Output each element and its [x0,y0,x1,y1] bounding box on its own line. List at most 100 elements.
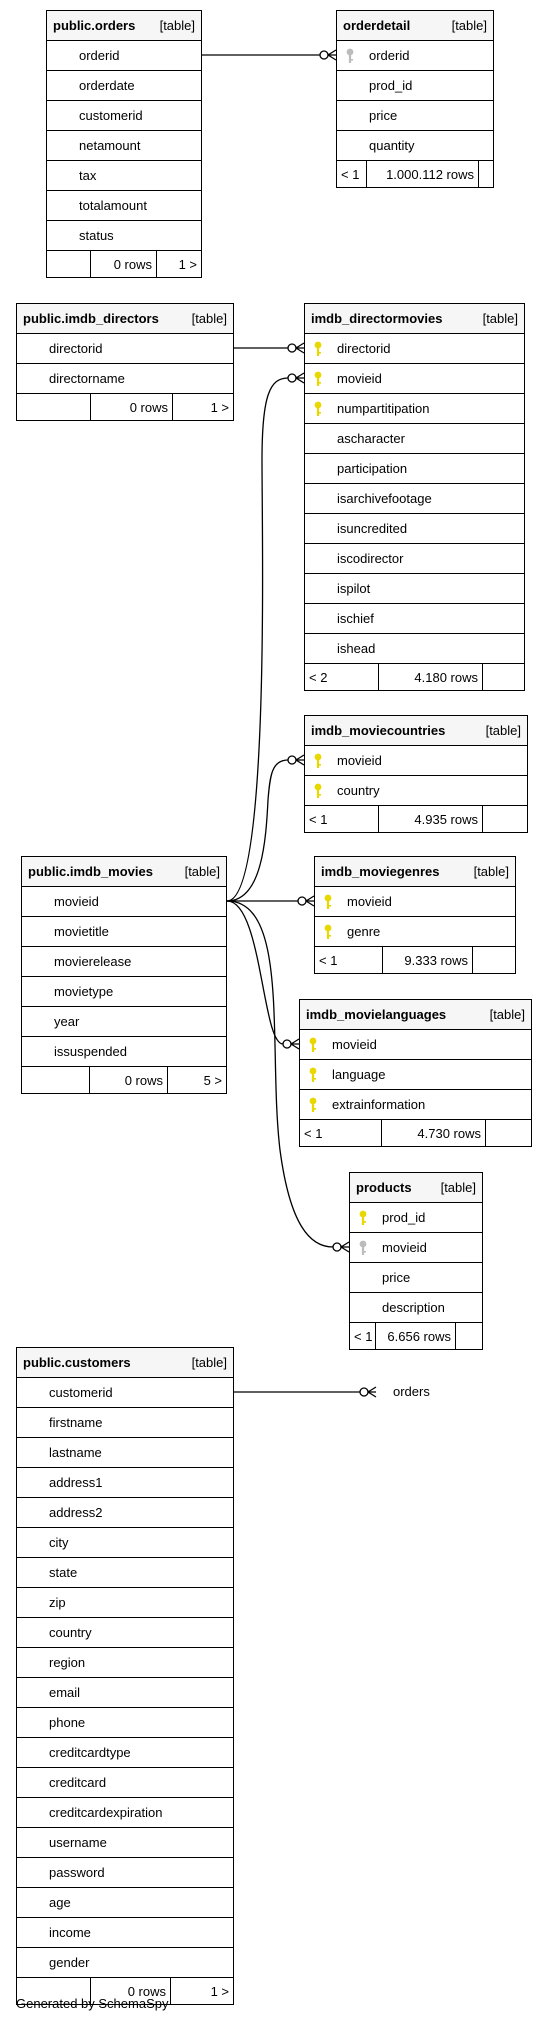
column-row[interactable]: movieid [315,887,515,917]
row-count[interactable]: 0 rows [91,1978,171,2004]
column-row[interactable]: isarchivefootage [305,484,524,514]
column-row[interactable]: ascharacter [305,424,524,454]
table-name[interactable]: imdb_moviecountries [311,723,446,738]
column-row[interactable]: gender [17,1948,233,1978]
column-row[interactable]: state [17,1558,233,1588]
column-row[interactable]: price [337,101,493,131]
column-row[interactable]: customerid [47,101,201,131]
column-row[interactable]: movieid [22,887,226,917]
table-name[interactable]: imdb_directormovies [311,311,443,326]
children-count[interactable]: 5 > [203,1072,222,1088]
column-row[interactable]: quantity [337,131,493,161]
column-row[interactable]: email [17,1678,233,1708]
row-count[interactable]: 4.730 rows [382,1120,486,1146]
column-row[interactable]: lastname [17,1438,233,1468]
column-row[interactable]: address2 [17,1498,233,1528]
table-name[interactable]: imdb_movielanguages [306,1007,447,1022]
column-row[interactable]: ishead [305,634,524,664]
column-row[interactable]: extrainformation [300,1090,531,1120]
column-row[interactable]: price [350,1263,482,1293]
column-row[interactable]: region [17,1648,233,1678]
column-row[interactable]: movieid [300,1030,531,1060]
column-row[interactable]: prod_id [337,71,493,101]
column-row[interactable]: movietype [22,977,226,1007]
column-row[interactable]: description [350,1293,482,1323]
column-row[interactable]: movieid [305,746,527,776]
column-row[interactable]: movietitle [22,917,226,947]
column-row[interactable]: customerid [17,1378,233,1408]
column-row[interactable]: creditcard [17,1768,233,1798]
parents-count[interactable]: < 1 [350,1323,376,1349]
column-row[interactable]: iscodirector [305,544,524,574]
children-count[interactable]: 1 > [210,399,229,415]
column-row[interactable]: username [17,1828,233,1858]
column-row[interactable]: ispilot [305,574,524,604]
column-row[interactable]: phone [17,1708,233,1738]
table-name[interactable]: public.imdb_directors [23,311,159,326]
column-row[interactable]: password [17,1858,233,1888]
column-row[interactable]: totalamount [47,191,201,221]
table-name[interactable]: public.customers [23,1355,131,1370]
column-row[interactable]: directorid [305,334,524,364]
table-name[interactable]: products [356,1180,412,1195]
table-name[interactable]: public.imdb_movies [28,864,153,879]
column-row[interactable]: movieid [350,1233,482,1263]
column-row[interactable]: genre [315,917,515,947]
column-row[interactable]: directorid [17,334,233,364]
column-row[interactable]: orderid [337,41,493,71]
row-count[interactable]: 0 rows [90,1067,168,1093]
table-name[interactable]: public.orders [53,18,136,33]
column-row[interactable]: year [22,1007,226,1037]
row-count[interactable]: 0 rows [91,251,157,277]
column-row[interactable]: isuncredited [305,514,524,544]
children-count[interactable]: 1 > [210,1983,229,1999]
column-row[interactable]: zip [17,1588,233,1618]
column-row[interactable]: firstname [17,1408,233,1438]
column-row[interactable]: prod_id [350,1203,482,1233]
column-row[interactable]: issuspended [22,1037,226,1067]
parents-count[interactable]: < 1 [305,806,379,832]
column-row[interactable]: participation [305,454,524,484]
column-row[interactable]: tax [47,161,201,191]
column-row[interactable]: ischief [305,604,524,634]
column-row[interactable]: netamount [47,131,201,161]
column-row[interactable]: orderdate [47,71,201,101]
column-row[interactable]: country [17,1618,233,1648]
column-row[interactable]: language [300,1060,531,1090]
column-row[interactable]: city [17,1528,233,1558]
column-row[interactable]: directorname [17,364,233,394]
column-row[interactable]: creditcardtype [17,1738,233,1768]
row-count[interactable]: 4.180 rows [379,664,483,690]
column-row[interactable]: status [47,221,201,251]
column-row[interactable]: orderid [47,41,201,71]
row-count[interactable]: 0 rows [91,394,173,420]
column-row[interactable]: age [17,1888,233,1918]
row-count[interactable]: 6.656 rows [376,1323,456,1349]
column-row[interactable]: country [305,776,527,806]
row-count[interactable]: 4.935 rows [379,806,483,832]
parents-count[interactable]: < 1 [337,161,367,187]
column-row[interactable]: creditcardexpiration [17,1798,233,1828]
column-row[interactable]: numpartitipation [305,394,524,424]
column-row[interactable]: movierelease [22,947,226,977]
table-name[interactable]: orderdetail [343,18,411,33]
table-name[interactable]: imdb_moviegenres [321,864,440,879]
parents-count[interactable]: < 1 [300,1120,382,1146]
children-count[interactable]: 1 > [178,256,197,272]
row-count[interactable]: 1.000.112 rows [367,161,479,187]
column-row[interactable]: movieid [305,364,524,394]
parents-count[interactable]: < 1 [315,947,383,973]
column-row[interactable]: income [17,1918,233,1948]
column-row[interactable]: address1 [17,1468,233,1498]
row-count[interactable]: 9.333 rows [383,947,473,973]
